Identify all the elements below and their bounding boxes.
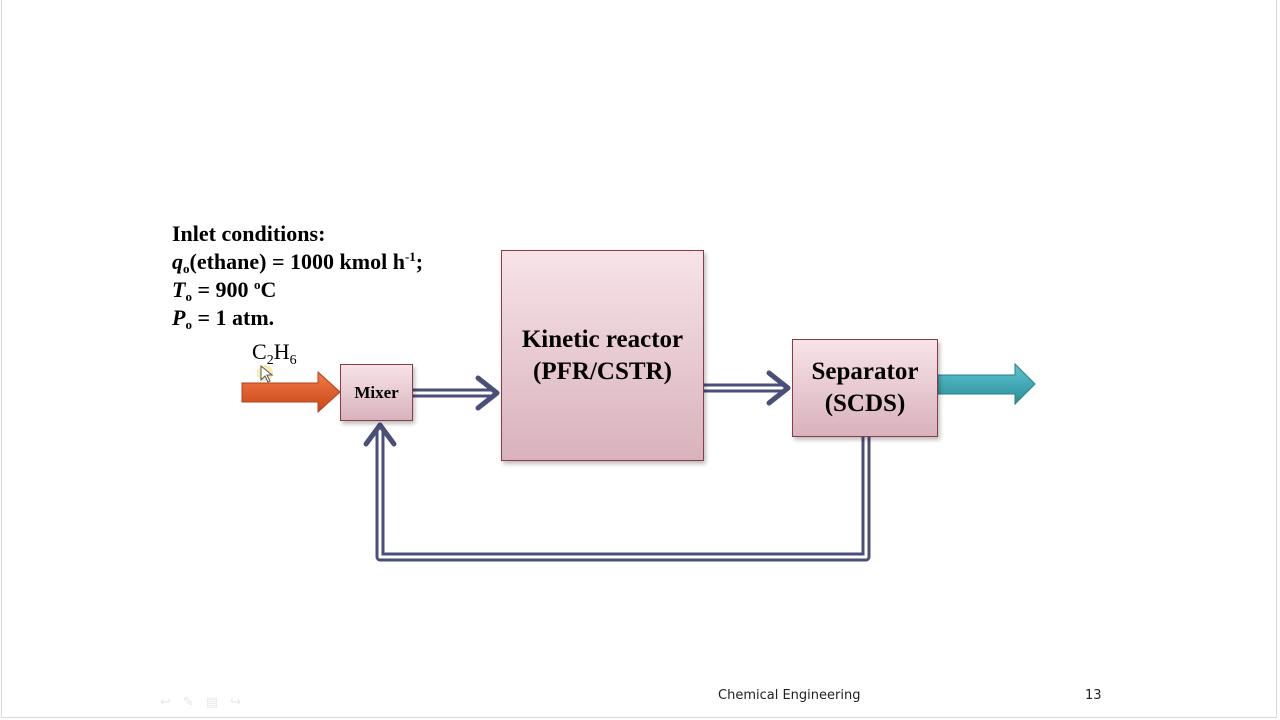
press-value: = 1 atm. [191,305,275,330]
temp-subscript: o [185,289,192,304]
press-symbol: P [172,305,186,330]
back-icon[interactable]: ↩ [160,695,171,710]
temp-value: = 900 [191,277,254,302]
inlet-pressure: Po = 1 atm. [172,304,423,332]
pen-icon[interactable]: ✎ [182,695,194,710]
recycle-stream [363,422,871,562]
mixer-box: Mixer [340,364,413,421]
inlet-heading: Inlet conditions: [172,221,326,246]
feed-h: H [273,339,290,364]
temp-unit: C [260,277,277,302]
flow-exponent: -1 [404,249,416,264]
temp-symbol: T [172,277,186,302]
mixer-label: Mixer [354,382,399,402]
pointer-cursor-icon [257,364,274,383]
reactor-to-separator-stream [699,370,791,406]
press-subscript: o [185,317,192,332]
feed-c: C [252,339,267,364]
reactor-label-line1: Kinetic reactor [521,325,684,353]
feed-arrow [241,370,341,414]
flow-subscript: o [183,261,190,276]
menu-icon[interactable]: ▤ [205,695,219,710]
inlet-temperature: To = 900 oC [172,276,423,304]
reactor-box: Kinetic reactor (PFR/CSTR) [501,250,704,461]
footer-title: Chemical Engineering [718,688,861,703]
slide-navigation[interactable]: ↩ ✎ ▤ ↪ [160,695,241,710]
feed-h-sub: 6 [289,353,297,368]
separator-label-line2: (SCDS) [824,390,906,417]
inlet-conditions: Inlet conditions: qo(ethane) = 1000 kmol… [172,220,423,332]
flow-end: ; [415,249,424,274]
reactor-label-line2: (PFR/CSTR) [533,357,672,385]
feed-label: C2H6 [252,339,297,368]
feed-c-sub: 2 [266,353,274,368]
temp-degree: o [254,277,261,292]
page-number: 13 [1085,688,1102,703]
forward-icon[interactable]: ↪ [230,695,242,710]
separator-box: Separator (SCDS) [792,339,938,437]
mixer-to-reactor-stream [408,375,500,411]
separator-label-line1: Separator [811,358,919,385]
inlet-flow: qo(ethane) = 1000 kmol h-1; [172,248,423,276]
flow-value: (ethane) = 1000 kmol h [189,249,405,274]
product-arrow [937,362,1036,406]
flow-symbol: q [172,249,183,274]
